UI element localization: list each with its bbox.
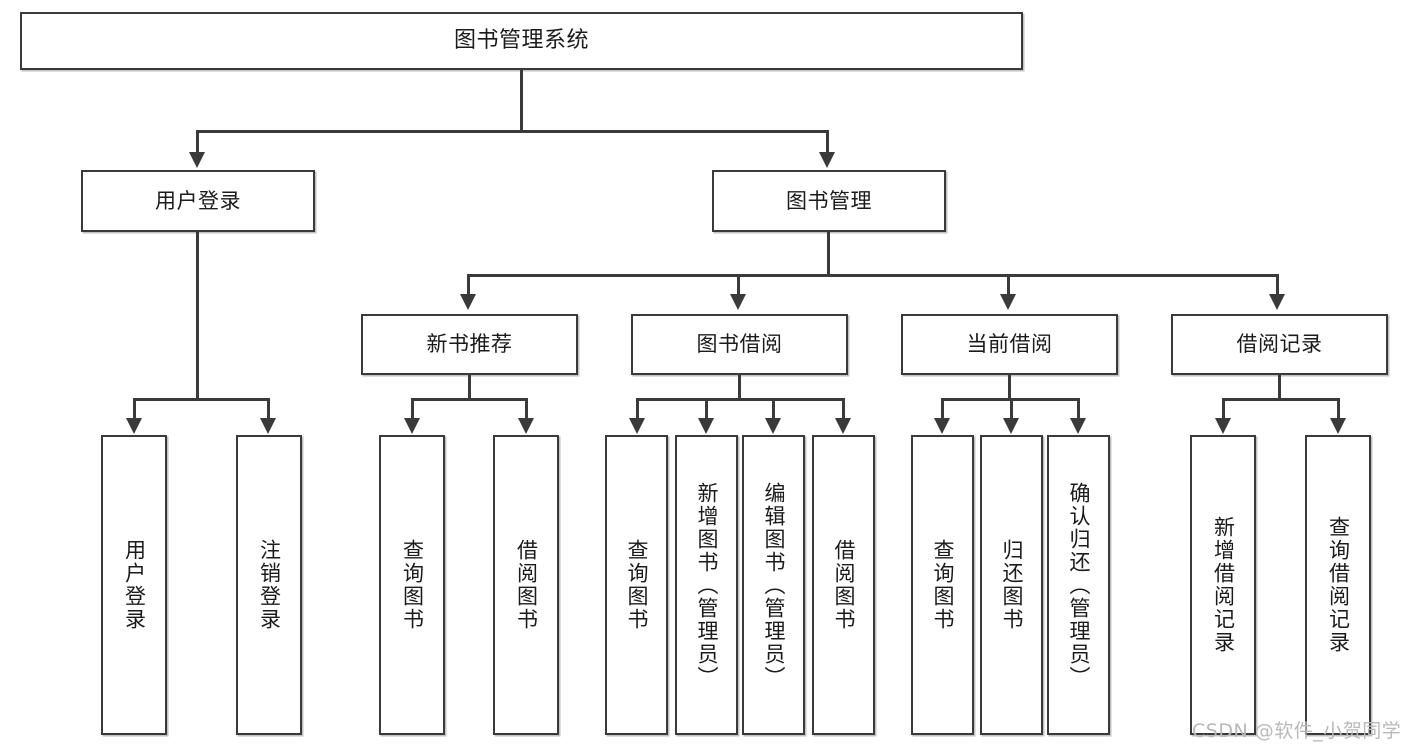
connector-book-mgmt-bus xyxy=(467,274,1279,277)
node-label: 归还图书 xyxy=(999,539,1024,631)
connector-book-borrow-trunk xyxy=(738,375,741,398)
connector-borrow-record-bus xyxy=(1222,398,1340,401)
connector-root-bus xyxy=(196,130,828,133)
arrow-book-mgmt-to-current xyxy=(1000,294,1016,310)
connector-current-borrow-drop-2 xyxy=(1010,398,1013,418)
node-leaf-lend-book[interactable]: 借阅图书 xyxy=(812,435,875,735)
arrow-book-borrow-to-edit xyxy=(765,418,781,434)
connector-current-borrow-trunk xyxy=(1008,375,1011,398)
arrow-book-borrow-to-lend xyxy=(835,418,851,434)
node-label: 新增图书（管理员） xyxy=(694,481,719,689)
connector-book-borrow-drop-2 xyxy=(705,398,708,418)
node-borrow-record[interactable]: 借阅记录 xyxy=(1171,314,1388,375)
arrow-current-borrow-to-return xyxy=(1003,418,1019,434)
connector-root-trunk xyxy=(520,70,523,130)
node-new-book-recommend[interactable]: 新书推荐 xyxy=(361,314,578,375)
connector-user-login-trunk xyxy=(196,232,199,398)
node-leaf-user-logout[interactable]: 注销登录 xyxy=(236,435,302,735)
connector-current-borrow-drop-3 xyxy=(1077,398,1080,418)
connector-book-mgmt-drop-4 xyxy=(1276,274,1279,294)
connector-book-mgmt-trunk xyxy=(827,232,830,274)
node-leaf-edit-book-admin[interactable]: 编辑图书（管理员） xyxy=(742,435,805,735)
connector-book-mgmt-drop-1 xyxy=(467,274,470,294)
node-label: 用户登录 xyxy=(122,539,147,631)
node-label: 查询图书 xyxy=(930,539,955,631)
connector-book-borrow-drop-3 xyxy=(772,398,775,418)
connector-book-borrow-drop-1 xyxy=(636,398,639,418)
node-leaf-query-book-current[interactable]: 查询图书 xyxy=(911,435,974,735)
node-label: 借阅记录 xyxy=(1236,332,1323,357)
arrow-book-borrow-to-query xyxy=(629,418,645,434)
node-label: 新书推荐 xyxy=(426,332,513,357)
arrow-book-mgmt-to-new-book xyxy=(460,294,476,310)
arrow-current-borrow-to-confirm xyxy=(1070,418,1086,434)
node-current-borrow[interactable]: 当前借阅 xyxy=(901,314,1118,375)
node-label: 当前借阅 xyxy=(966,332,1053,357)
node-leaf-confirm-return-admin[interactable]: 确认归还（管理员） xyxy=(1047,435,1110,735)
node-label: 图书管理系统 xyxy=(453,28,589,54)
connector-root-to-user-login xyxy=(196,130,199,152)
arrow-new-book-to-query xyxy=(404,418,420,434)
arrow-root-to-book-mgmt xyxy=(819,152,835,168)
connector-book-borrow-drop-4 xyxy=(842,398,845,418)
connector-borrow-record-trunk xyxy=(1278,375,1281,398)
node-label: 注销登录 xyxy=(257,539,282,631)
connector-book-mgmt-drop-2 xyxy=(737,274,740,294)
node-label: 编辑图书（管理员） xyxy=(761,481,786,689)
connector-new-book-drop-2 xyxy=(525,398,528,418)
connector-user-login-drop-2 xyxy=(267,398,270,418)
node-label: 借阅图书 xyxy=(831,539,856,631)
connector-new-book-bus xyxy=(411,398,528,401)
arrow-user-login-to-logout xyxy=(260,418,276,434)
node-leaf-query-book-recommend[interactable]: 查询图书 xyxy=(379,435,445,735)
node-leaf-user-login[interactable]: 用户登录 xyxy=(101,435,167,735)
connector-book-mgmt-drop-3 xyxy=(1007,274,1010,294)
node-leaf-query-borrow-record[interactable]: 查询借阅记录 xyxy=(1305,435,1371,735)
node-leaf-add-book-admin[interactable]: 新增图书（管理员） xyxy=(675,435,738,735)
node-book-borrow[interactable]: 图书借阅 xyxy=(631,314,848,375)
node-label: 查询图书 xyxy=(400,539,425,631)
node-label: 确认归还（管理员） xyxy=(1066,481,1091,689)
node-user-login[interactable]: 用户登录 xyxy=(81,170,315,232)
node-label: 新增借阅记录 xyxy=(1211,516,1236,654)
arrow-new-book-to-borrow xyxy=(518,418,534,434)
node-label: 借阅图书 xyxy=(514,539,539,631)
connector-borrow-record-drop-2 xyxy=(1337,398,1340,418)
arrow-book-borrow-to-add xyxy=(698,418,714,434)
node-leaf-query-book[interactable]: 查询图书 xyxy=(605,435,668,735)
arrow-borrow-record-to-query xyxy=(1330,418,1346,434)
connector-user-login-bus xyxy=(133,398,270,401)
connector-new-book-trunk xyxy=(468,375,471,398)
arrow-book-mgmt-to-record xyxy=(1269,294,1285,310)
arrow-user-login-to-login xyxy=(126,418,142,434)
node-label: 图书管理 xyxy=(786,188,872,213)
connector-book-borrow-bus xyxy=(636,398,845,401)
connector-root-to-book-mgmt xyxy=(826,130,829,152)
connector-user-login-drop-1 xyxy=(133,398,136,418)
node-label: 查询图书 xyxy=(624,539,649,631)
node-root-system[interactable]: 图书管理系统 xyxy=(20,12,1023,70)
arrow-book-mgmt-to-borrow xyxy=(730,294,746,310)
node-leaf-add-borrow-record[interactable]: 新增借阅记录 xyxy=(1190,435,1256,735)
node-label: 图书借阅 xyxy=(696,332,783,357)
connector-borrow-record-drop-1 xyxy=(1222,398,1225,418)
node-label: 查询借阅记录 xyxy=(1326,516,1351,654)
arrow-current-borrow-to-query xyxy=(934,418,950,434)
node-label: 用户登录 xyxy=(155,188,241,213)
arrow-root-to-user-login xyxy=(189,152,205,168)
arrow-borrow-record-to-add xyxy=(1215,418,1231,434)
node-book-management[interactable]: 图书管理 xyxy=(712,170,946,232)
node-leaf-return-book[interactable]: 归还图书 xyxy=(980,435,1043,735)
node-leaf-borrow-book-recommend[interactable]: 借阅图书 xyxy=(493,435,559,735)
connector-new-book-drop-1 xyxy=(411,398,414,418)
connector-current-borrow-drop-1 xyxy=(941,398,944,418)
